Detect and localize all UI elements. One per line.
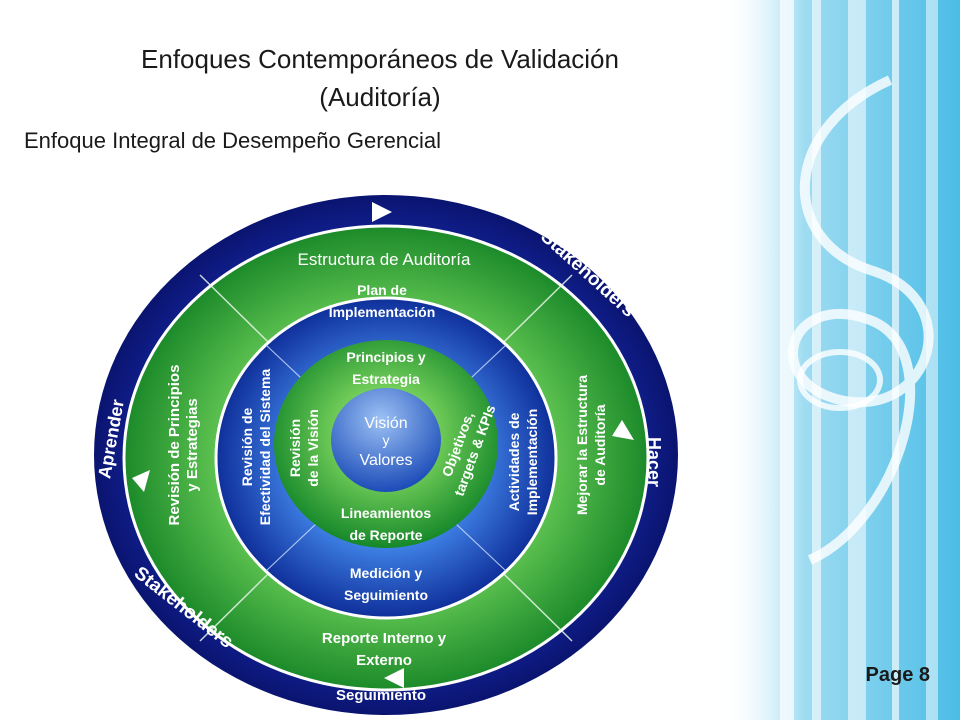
decorative-background-panel	[720, 0, 960, 720]
ring3-bottom-label-2: Seguimiento	[344, 587, 428, 603]
cycle-arrow-left	[132, 470, 150, 492]
ring3-top-label-1: Plan de	[357, 282, 407, 298]
ring2-bottom-label-1: Reporte Interno y	[322, 630, 447, 647]
outer-label-hacer: Hacer	[644, 437, 664, 487]
ring3-right-label-2: Implementación	[524, 409, 540, 516]
ring2-left-label-1: Revisión de Principios	[166, 365, 183, 526]
center-label-2: y	[383, 432, 390, 448]
outer-label-seguimiento: Seguimiento	[336, 687, 426, 704]
ring4-left-label-1: Revisión	[287, 419, 303, 477]
center-label-1: Visión	[364, 415, 407, 432]
ring3-right-label-1: Actividades de	[506, 412, 522, 511]
ring4-top-label-1: Principios y	[346, 349, 426, 365]
ring3-left-label-2: Efectividad del Sistema	[257, 369, 273, 526]
subtitle: Enfoque Integral de Desempeño Gerencial	[24, 128, 442, 153]
ring3-bottom-label-1: Medición y	[350, 565, 423, 581]
ring2-right-label-1: Mejorar la Estructura	[574, 375, 590, 515]
ring2-right-label-2: de Auditoría	[592, 404, 608, 485]
ring4-left-label-2: de la Visión	[305, 409, 321, 487]
center-label-3: Valores	[359, 452, 412, 469]
ring2-left-label-2: y Estrategias	[184, 398, 201, 491]
center-circle	[331, 388, 441, 492]
page-number: Page 8	[865, 664, 930, 686]
ring2-top-label: Estructura de Auditoría	[298, 250, 471, 269]
ring4-top-label-2: Estrategia	[352, 371, 420, 387]
cycle-arrow-bottom	[384, 668, 404, 688]
ring4-bottom-label-2: de Reporte	[349, 527, 422, 543]
ring3-top-label-2: Implementación	[329, 304, 436, 320]
title-line-2: (Auditoría)	[319, 82, 441, 112]
ring2-bottom-label-2: Externo	[356, 652, 412, 669]
title-line-1: Enfoques Contemporáneos de Validación	[141, 44, 619, 74]
cycle-arrow-right	[612, 420, 634, 440]
cycle-arrow-top	[372, 202, 392, 222]
ring4-bottom-label-1: Lineamientos	[341, 505, 431, 521]
ring3-left-label-1: Revisión de	[239, 408, 255, 487]
